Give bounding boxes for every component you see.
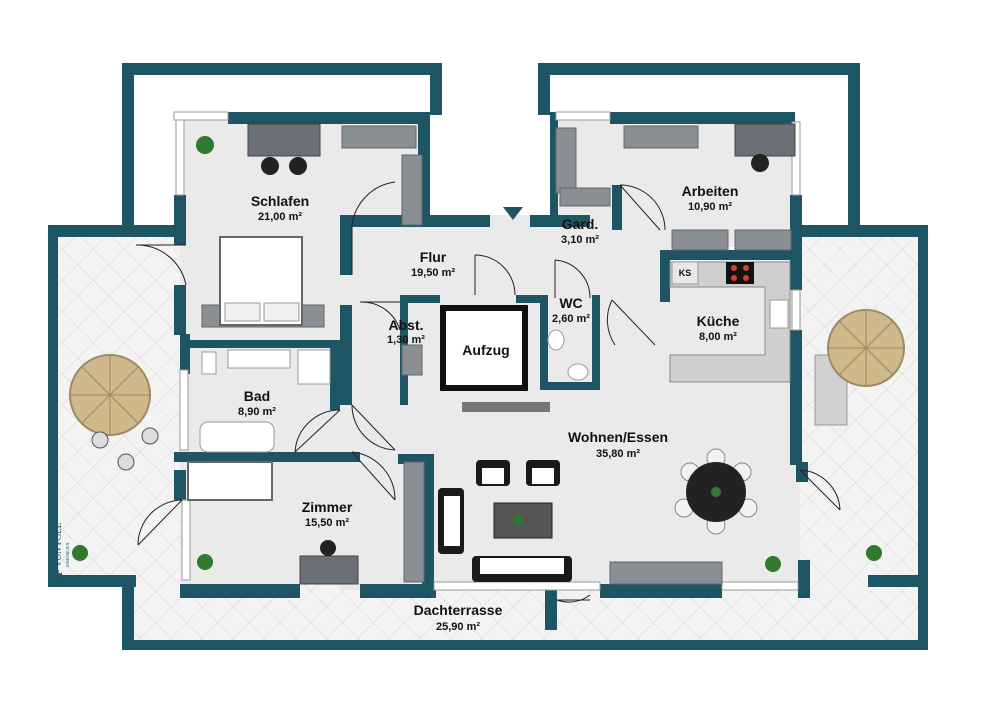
room-name-wohnen: Wohnen/Essen (568, 429, 668, 445)
room-name-schlafen: Schlafen (251, 193, 309, 209)
umbrella-icon (827, 309, 905, 387)
toilet-icon (547, 329, 565, 351)
room-name-wc: WC (559, 295, 582, 311)
door-swing-icon (474, 254, 516, 296)
room-labels: Schlafen 21,00 m² Arbeiten 10,90 m² Flur… (238, 183, 740, 633)
door-swing-icon (137, 499, 183, 546)
brand-subtitle: IMMOBILIEN (65, 542, 70, 567)
room-name-bad: Bad (244, 388, 270, 404)
windows (173, 111, 801, 591)
brand-initials: VP (51, 569, 65, 585)
umbrella-icon (69, 354, 151, 436)
table-icon (247, 123, 321, 157)
room-name-aufzug: Aufzug (462, 342, 509, 358)
table-icon (493, 502, 553, 539)
table-icon (299, 555, 359, 585)
room-area-dachterrasse: 25,90 m² (436, 621, 480, 633)
bed-icon (187, 461, 273, 501)
room-area-zimmer: 15,50 m² (305, 517, 349, 529)
door-swing-icon (351, 181, 396, 275)
room-area-kueche: 8,00 m² (699, 331, 737, 343)
bed-icon (219, 236, 303, 326)
room-name-flur: Flur (420, 249, 447, 265)
door-swing-icon (554, 259, 591, 299)
room-name-arbeiten: Arbeiten (682, 183, 739, 199)
room-area-wohnen: 35,80 m² (596, 448, 640, 460)
walls (48, 63, 928, 650)
kitchen-counter (669, 261, 791, 383)
room-area-schlafen: 21,00 m² (258, 211, 302, 223)
room-area-arbeiten: 10,90 m² (688, 201, 732, 213)
entrance-arrow-icon (503, 207, 523, 220)
chair-icon (261, 157, 279, 175)
door-swing-icon (135, 244, 187, 286)
room-name-abst: Abst. (389, 317, 424, 333)
sink-icon (769, 299, 789, 329)
room-name-zimmer: Zimmer (302, 499, 353, 515)
room-area-bad: 8,90 m² (238, 406, 276, 418)
sink-icon (227, 349, 291, 369)
doors (135, 181, 841, 603)
room-area-abst: 1,30 m² (387, 334, 425, 346)
door-swing-icon (294, 409, 341, 453)
room-name-dachterrasse: Dachterrasse (414, 602, 503, 618)
bathtub-icon (199, 421, 275, 453)
stove-icon (726, 262, 754, 284)
door-swing-icon (619, 184, 666, 231)
chair-icon (751, 154, 769, 172)
chair-icon (91, 431, 109, 449)
brand-logo: VP VON POLL IMMOBILIEN (51, 523, 70, 585)
room-name-kueche: Küche (697, 313, 740, 329)
room-area-flur: 19,50 m² (411, 267, 455, 279)
door-swing-icon (799, 469, 841, 511)
room-area-wc: 2,60 m² (552, 313, 590, 325)
elevator (440, 305, 550, 412)
kitchen-ks-label: KS (679, 268, 692, 278)
room-area-gard: 3,10 m² (561, 234, 599, 246)
door-swing-icon (606, 299, 656, 346)
door-swing-icon (351, 404, 396, 451)
furniture (69, 123, 905, 585)
plant-icon (72, 136, 882, 572)
door-swing-icon (359, 301, 401, 331)
chair-icon (117, 453, 135, 471)
chair-icon (289, 157, 307, 175)
table-icon (734, 123, 796, 157)
chair-icon (141, 427, 159, 445)
room-name-gard: Gard. (562, 216, 599, 232)
door-swing-icon (556, 594, 591, 603)
door-swing-icon (351, 451, 396, 501)
chair-icon (320, 540, 336, 556)
toilet-icon (567, 363, 589, 381)
bathroom-fixtures (199, 329, 589, 453)
brand-name: VON POLL (53, 523, 63, 567)
